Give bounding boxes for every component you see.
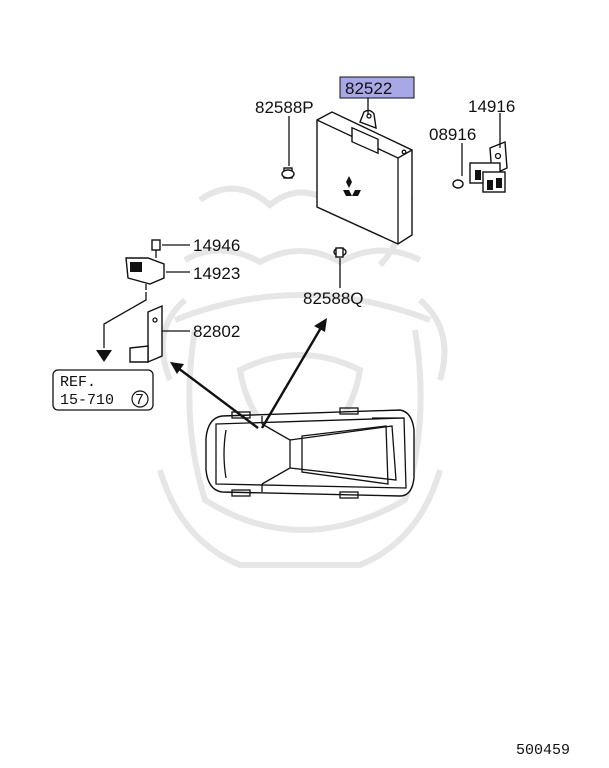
part-label-82522[interactable]: 82522 [339,76,415,99]
sensor-14923[interactable] [125,257,190,290]
reference-box[interactable]: REF. 15-710 7 [52,369,154,411]
part-number-82802[interactable]: 82802 [193,322,240,341]
ref-page: 15-710 [60,392,114,409]
vehicle-top-view [205,407,415,499]
location-arrow-ecu [260,318,327,429]
location-arrow-bracket [170,362,259,429]
ref-label: REF. [60,374,96,391]
part-number-08916[interactable]: 08916 [429,125,476,144]
bolt-82588p[interactable] [281,116,295,179]
part-number-14923[interactable]: 14923 [193,264,240,283]
screw-08916[interactable] [452,143,464,189]
diagram-code: 500459 [516,742,570,759]
three-diamond-logo-icon [343,176,361,196]
bracket-82802[interactable] [129,304,190,364]
part-number-82522: 82522 [345,79,392,98]
ecu-module[interactable] [316,109,413,245]
part-number-14916[interactable]: 14916 [468,97,515,116]
part-number-82588p[interactable]: 82588P [255,98,314,117]
relay-14916[interactable] [469,113,508,193]
bolt-82588q[interactable] [333,247,347,288]
part-number-14946[interactable]: 14946 [193,236,240,255]
ref-circled-number: 7 [135,392,144,409]
down-arrow-icon [96,350,112,362]
part-number-82588q[interactable]: 82588Q [303,289,364,308]
screw-14946[interactable] [151,239,190,258]
